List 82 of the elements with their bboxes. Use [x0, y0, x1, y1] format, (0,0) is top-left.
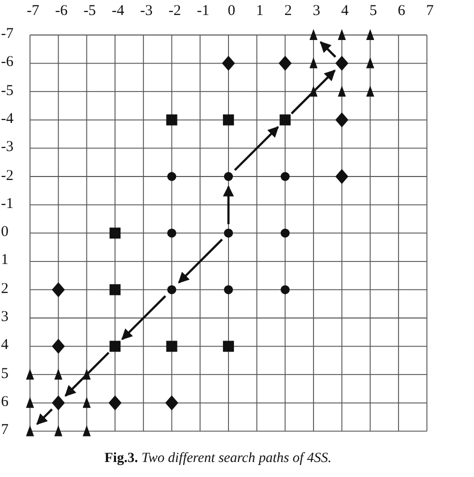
triangle-marker: [366, 86, 374, 97]
triangle-marker: [82, 425, 91, 436]
arrow: [234, 126, 279, 171]
arrow: [290, 70, 336, 114]
arrow: [178, 238, 223, 284]
diamond-marker: [52, 282, 65, 298]
diamond-marker: [335, 169, 348, 184]
triangle-marker: [26, 396, 34, 408]
triangle-marker: [82, 396, 91, 408]
arrow: [36, 408, 53, 425]
diamond-marker: [52, 395, 65, 410]
triangle-marker: [26, 425, 34, 436]
axis-tick-label: -1: [196, 3, 210, 19]
arrow: [320, 41, 336, 58]
square-marker: [110, 340, 121, 352]
arrow: [64, 352, 110, 397]
arrow: [222, 185, 234, 224]
diamond-marker: [222, 56, 235, 71]
axis-tick-label: 5: [369, 3, 377, 19]
axis-tick-label: 1: [1, 252, 8, 268]
diamond-marker: [52, 338, 65, 354]
triangle-marker: [54, 368, 62, 380]
axis-tick-label: 7: [426, 3, 434, 19]
triangle-marker: [54, 425, 62, 436]
axis-tick-label: -3: [140, 3, 153, 19]
square-marker: [222, 114, 234, 126]
circle-marker: [167, 285, 176, 294]
axis-tick-label: -4: [112, 3, 124, 19]
square-marker: [110, 284, 121, 296]
square-marker: [222, 340, 234, 352]
triangle-marker: [366, 29, 374, 40]
diamond-marker: [108, 395, 122, 410]
triangle-marker: [310, 86, 318, 97]
diamond-marker: [278, 56, 292, 71]
axis-tick-label: 0: [228, 3, 236, 19]
axis-tick-label: 7: [1, 422, 8, 438]
triangle-marker: [366, 57, 374, 68]
axis-tick-label: -7: [1, 26, 14, 42]
figure-caption: Fig.3. Two different search paths of 4SS.: [104, 451, 332, 467]
axis-tick-label: -1: [1, 196, 14, 212]
triangle-marker: [82, 368, 91, 380]
axis-tick-label: 2: [284, 3, 292, 19]
triangle-marker: [26, 368, 34, 380]
square-marker: [166, 114, 178, 126]
triangle-marker: [310, 57, 318, 68]
square-marker: [166, 340, 178, 352]
diamond-marker: [165, 395, 178, 410]
axis-tick-label: -6: [55, 3, 68, 19]
circle-marker: [224, 172, 233, 181]
axis-tick-label: 3: [312, 3, 320, 19]
triangle-marker: [310, 29, 318, 40]
axis-tick-label: -6: [1, 54, 14, 70]
axis-tick-label: 0: [1, 224, 8, 240]
axis-tick-label: -5: [83, 3, 96, 19]
circle-marker: [224, 228, 233, 238]
axis-tick-label: 4: [341, 3, 349, 19]
axis-tick-label: 1: [256, 3, 264, 19]
axis-tick-label: 6: [1, 394, 8, 410]
square-marker: [110, 228, 121, 239]
circle-marker: [167, 172, 176, 181]
axis-tick-label: -2: [1, 168, 14, 184]
axis-tick-label: -2: [168, 3, 181, 19]
axis-tick-label: -5: [1, 82, 14, 99]
axis-tick-label: 4: [1, 337, 8, 354]
axis-tick-label: 2: [1, 280, 8, 297]
circle-marker: [167, 228, 176, 238]
axis-tick-label: -3: [1, 139, 14, 156]
circle-marker: [280, 172, 290, 181]
axis-tick-label: 5: [1, 366, 8, 382]
triangle-marker: [338, 29, 346, 40]
triangle-marker: [338, 86, 346, 97]
axis-tick-label: -4: [1, 110, 14, 127]
arrow: [121, 295, 166, 340]
diamond-marker: [335, 56, 348, 71]
axis-tick-label: 6: [398, 3, 406, 19]
diamond-marker: [335, 112, 348, 128]
axis-tick-label: -7: [26, 3, 40, 19]
circle-marker: [224, 285, 233, 294]
axis-tick-label: 3: [1, 309, 8, 325]
square-marker: [280, 114, 291, 126]
circle-marker: [280, 285, 290, 294]
circle-marker: [280, 228, 290, 238]
